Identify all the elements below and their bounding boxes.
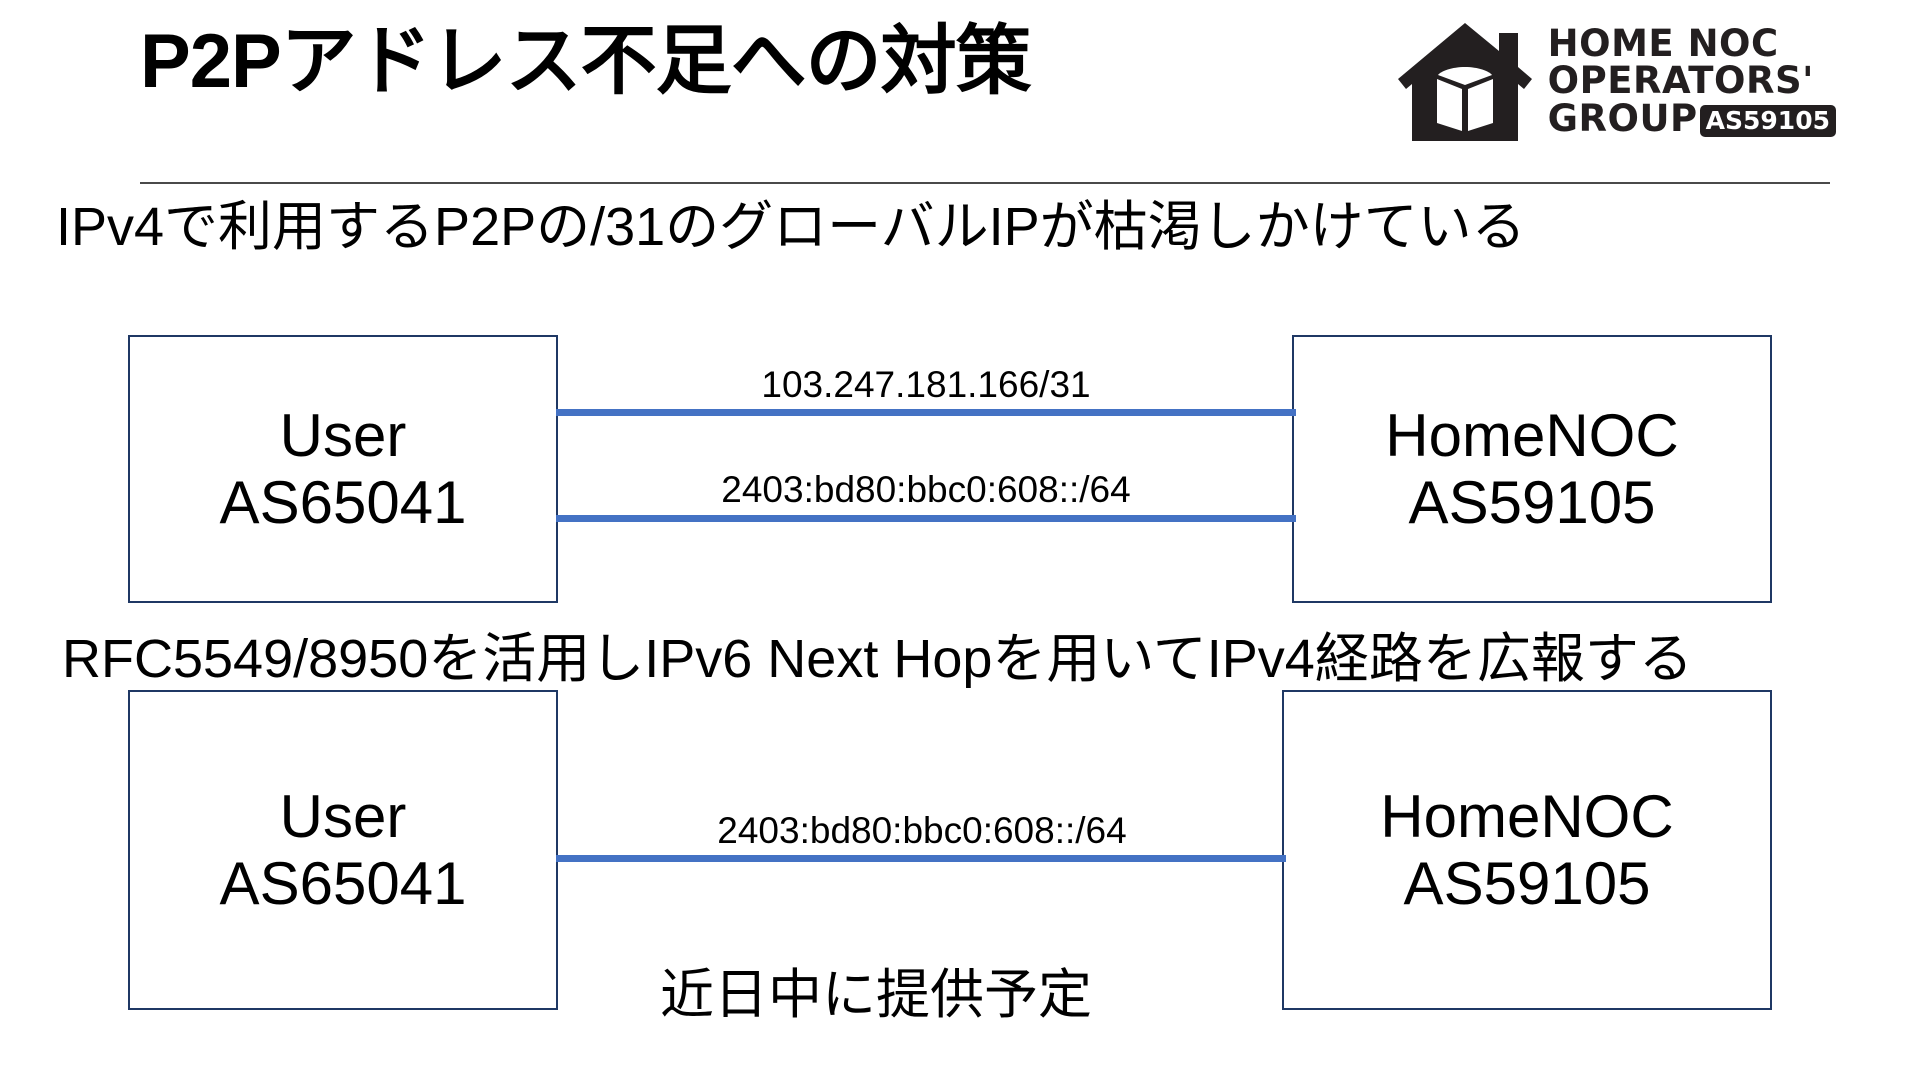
caption-solution-statement: RFC5549/8950を活用しIPv6 Next Hopを用いてIPv4経路を… bbox=[62, 629, 1693, 689]
logo-wordmark: HOME NOC OPERATORS' GROUP AS59105 bbox=[1547, 21, 1836, 140]
link-label-ipv6-prefix: 2403:bd80:bbc0:608::/64 bbox=[721, 469, 1131, 510]
logo-line-group-row: GROUP AS59105 bbox=[1548, 100, 1836, 140]
diagram-current-ipv4-p2p: User AS65041 HomeNOC AS59105 103.247.181… bbox=[0, 335, 1920, 603]
link-line-ipv6 bbox=[556, 515, 1296, 522]
node-user-as65041: User AS65041 bbox=[128, 690, 558, 1010]
logo-line-home-noc: HOME NOC bbox=[1547, 21, 1779, 65]
node-subtitle: AS65041 bbox=[219, 850, 467, 917]
caption-availability-note: 近日中に提供予定 bbox=[660, 965, 1092, 1025]
node-subtitle: AS59105 bbox=[1408, 469, 1656, 536]
link-label-ipv6-prefix: 2403:bd80:bbc0:608::/64 bbox=[717, 810, 1127, 851]
house-with-box-icon bbox=[1396, 19, 1534, 145]
page-title: P2Pアドレス不足への対策 bbox=[140, 19, 1032, 104]
node-subtitle: AS65041 bbox=[219, 469, 467, 536]
node-title: HomeNOC bbox=[1380, 782, 1674, 850]
logo: HOME NOC OPERATORS' GROUP AS59105 bbox=[1396, 16, 1836, 148]
caption-problem-statement: IPv4で利用するP2Pの/31のグローバルIPが枯渇しかけている bbox=[56, 197, 1526, 257]
header-divider bbox=[140, 182, 1830, 184]
logo-line-operators: OPERATORS' bbox=[1547, 59, 1814, 103]
node-subtitle: AS59105 bbox=[1403, 850, 1651, 917]
logo-line-group: GROUP bbox=[1547, 96, 1698, 140]
node-user-as65041: User AS65041 bbox=[128, 335, 558, 603]
node-title: User bbox=[279, 401, 407, 469]
node-title: User bbox=[279, 782, 407, 850]
node-homenoc-as59105: HomeNOC AS59105 bbox=[1282, 690, 1772, 1010]
diagram-proposed-ipv6-nexthop: User AS65041 HomeNOC AS59105 2403:bd80:b… bbox=[0, 690, 1920, 1010]
link-line-ipv4 bbox=[556, 409, 1296, 416]
logo-asn-badge: AS59105 bbox=[1699, 104, 1836, 138]
link-label-ipv4-prefix: 103.247.181.166/31 bbox=[761, 364, 1091, 405]
node-title: HomeNOC bbox=[1385, 401, 1679, 469]
link-line-ipv6 bbox=[556, 855, 1286, 862]
slide-header: P2Pアドレス不足への対策 HOME NOC OPERATORS' GROUP … bbox=[0, 0, 1920, 190]
node-homenoc-as59105: HomeNOC AS59105 bbox=[1292, 335, 1772, 603]
